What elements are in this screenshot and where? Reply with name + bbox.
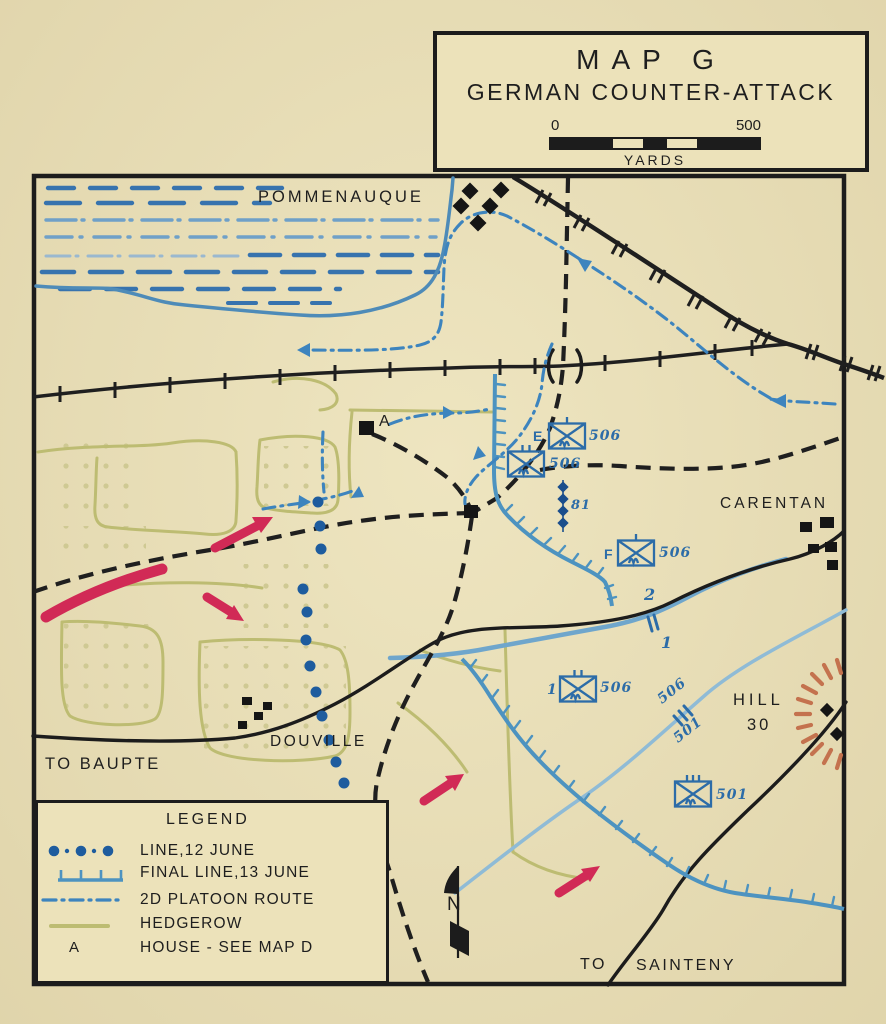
unit-battalion-1-number: 506 xyxy=(600,680,633,696)
legend-item-final-line: FINAL LINE,13 JUNE xyxy=(140,864,311,881)
label-north: N xyxy=(447,894,461,915)
roads xyxy=(31,529,848,987)
label-house-a: A xyxy=(379,413,390,430)
scale-start: 0 xyxy=(551,117,560,134)
battalion-501-symbol xyxy=(673,775,713,809)
unit-battalion-hq-number: 506 xyxy=(549,456,582,472)
railroad-diagonal xyxy=(511,175,885,382)
bridge-symbol xyxy=(546,348,584,384)
orchard-dots xyxy=(54,432,346,754)
north-arrow xyxy=(444,866,469,958)
hedgerow-lines xyxy=(36,376,590,881)
hill-30-hachures xyxy=(793,657,844,771)
railroad-horizontal xyxy=(32,340,789,402)
regimental-boundary-ticks xyxy=(672,704,694,727)
river-line xyxy=(34,176,455,318)
unit-company-f-number: 506 xyxy=(659,545,692,561)
title-box: MAP G GERMAN COUNTER-ATTACK 0 500 YARDS xyxy=(433,31,869,172)
legend-line-12-june-symbol xyxy=(48,845,114,857)
unit-symbols xyxy=(506,417,713,809)
platoon-route xyxy=(261,210,837,511)
legend-title: LEGEND xyxy=(166,811,250,828)
scale-end: 500 xyxy=(735,117,761,134)
company-f-506-symbol xyxy=(616,534,656,568)
battalion-hq-506-symbol xyxy=(506,445,546,479)
attack-front-stroke xyxy=(40,563,168,623)
unit-company-e-letter: E xyxy=(533,428,543,444)
label-hill-30: 30 xyxy=(747,716,772,734)
mortar-81-symbol xyxy=(557,480,569,532)
map-subtitle: GERMAN COUNTER-ATTACK xyxy=(466,79,836,105)
house-a-square xyxy=(359,421,374,435)
unit-company-f-letter: F xyxy=(604,546,613,562)
boundary-battalion-1: 1 xyxy=(661,633,674,652)
scale-bar-segments xyxy=(549,137,761,150)
german-attack-arrows xyxy=(40,517,600,898)
scale-unit: YARDS xyxy=(623,152,687,168)
map-title: MAP G xyxy=(576,44,726,75)
scale-bar: 0 500 YARDS xyxy=(549,117,761,168)
legend-symbols xyxy=(41,845,125,928)
map-frame xyxy=(31,173,847,987)
boundary-tick-marks xyxy=(646,613,694,727)
unit-battalion-1-prefix: 1 xyxy=(547,682,558,698)
unit-mortar-caliber: 81 xyxy=(571,498,592,513)
legend-house-symbol: A xyxy=(69,939,80,956)
sainteny-road xyxy=(606,700,848,987)
road-parallel-blue-line xyxy=(387,556,789,661)
final-line-13-june xyxy=(460,373,845,911)
platoon-route-arrows xyxy=(297,258,786,509)
label-to-baupte: TO BAUPTE xyxy=(45,755,161,773)
marsh-symbol xyxy=(34,176,455,318)
douville-carentan-road xyxy=(31,529,846,743)
regimental-boundary-stream xyxy=(453,608,848,895)
label-carentan: CARENTAN xyxy=(720,495,829,512)
line-12-june-dots xyxy=(297,496,350,789)
label-douville: DOUVILLE xyxy=(270,733,367,750)
company-e-506-symbol xyxy=(547,417,587,451)
legend-item-house: HOUSE - SEE MAP D xyxy=(140,939,314,956)
unit-battalion-501-number: 501 xyxy=(716,787,749,803)
label-pommenauque: POMMENAUQUE xyxy=(258,188,424,206)
label-hill: HILL xyxy=(733,691,784,709)
legend-box: LEGEND A LINE,12 JUNE FINAL LINE,13 JUNE… xyxy=(35,800,389,984)
battalion-1-506-symbol xyxy=(558,670,598,704)
label-to-sainteny: SAINTENY xyxy=(636,957,737,974)
boundary-battalion-2: 2 xyxy=(644,585,657,604)
dashed-roads xyxy=(32,177,847,983)
battalion-boundary-ticks xyxy=(646,613,660,633)
legend-item-line-12-june: LINE,12 JUNE xyxy=(140,842,256,859)
legend-item-hedgerow: HEDGEROW xyxy=(140,915,243,932)
road-junction-square xyxy=(464,505,478,518)
legend-item-platoon-route: 2D PLATOON ROUTE xyxy=(140,891,315,908)
stream-lines xyxy=(387,556,848,895)
unit-company-e-number: 506 xyxy=(589,428,622,444)
legend-final-line-symbol xyxy=(58,870,123,882)
buildings xyxy=(238,181,845,742)
label-to-sainteny-prefix: TO xyxy=(580,956,607,973)
